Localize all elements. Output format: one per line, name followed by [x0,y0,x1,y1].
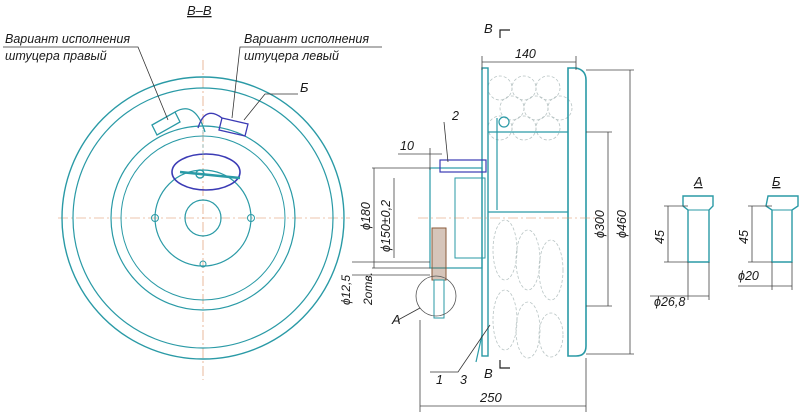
dim-460: ϕ460 [615,210,629,238]
variant-right-line1: Вариант исполнения [5,32,130,46]
detail-a-circle [415,275,457,317]
fitting-left-variant [218,117,249,137]
detail-a-title: А [693,174,703,189]
leg-support [475,334,483,363]
fitting-right-variant [151,111,181,136]
leader-left-variant [231,46,382,119]
leader-b [243,93,298,121]
mount-hole-bottom [199,260,207,268]
axle-shaft [433,279,445,319]
hose-entry [498,116,510,128]
swivel-pin [195,169,205,179]
variant-left-line2: штуцера левый [244,49,339,63]
detail-b: Б 45 ϕ20 [737,174,799,290]
outer-flange-inner-circle [72,87,334,349]
dim-holes: 2отв. [361,272,375,306]
hub-circle [154,169,252,267]
dim-140: 140 [515,47,536,61]
right-flange [567,67,587,357]
fitting-right-bend [174,108,206,133]
dim-12-5: ϕ12,5 [339,275,353,305]
variant-left-line1: Вариант исполнения [244,32,369,46]
detail-a: А 45 ϕ26,8 [650,174,714,309]
section-mark-bottom: В [484,366,493,381]
part-1-label: 1 [436,373,443,387]
swivel-highlight [171,153,241,191]
swivel-arm [179,170,241,180]
dim-300: ϕ300 [593,210,607,238]
section-title: В–В [187,3,212,18]
variant-right-line2: штуцера правый [5,49,107,63]
section-view: В–В Вариант исполнения штуцера правый [3,3,382,380]
dim-10: 10 [400,139,414,153]
part-2-label: 2 [451,109,459,123]
dim-a-diameter: ϕ26,8 [654,295,685,309]
side-view: В В А 2 1 [339,21,634,412]
axle-hatched [431,227,447,281]
leader-right-variant [3,46,169,121]
mount-hole-left [151,214,159,222]
dim-150: ϕ150±0,2 [379,200,393,252]
dim-b-diameter: ϕ20 [738,269,759,283]
drum-inner-circle [120,135,286,301]
section-arrow-top [499,29,510,38]
swivel-joint [439,159,487,173]
section-mark-top: В [484,21,493,36]
part-1-3-leader [430,324,491,373]
detail-b-title: Б [772,174,781,189]
part-2-leader [443,121,449,163]
dim-a-height: 45 [653,230,667,244]
outer-flange-circle [61,76,345,360]
dim-250: 250 [479,390,502,405]
dim-180: ϕ180 [359,202,373,230]
callout-b-label: Б [300,80,309,95]
shaft-circle [184,199,222,237]
hose-coils [487,75,573,359]
fitting-left-bend [197,112,223,129]
callout-a-label: А [391,312,401,327]
section-arrow-bottom [499,360,510,369]
detail-a-leader [397,307,421,321]
dim-b-height: 45 [737,230,751,244]
mount-hole-right [247,214,255,222]
part-3-label: 3 [460,373,467,387]
